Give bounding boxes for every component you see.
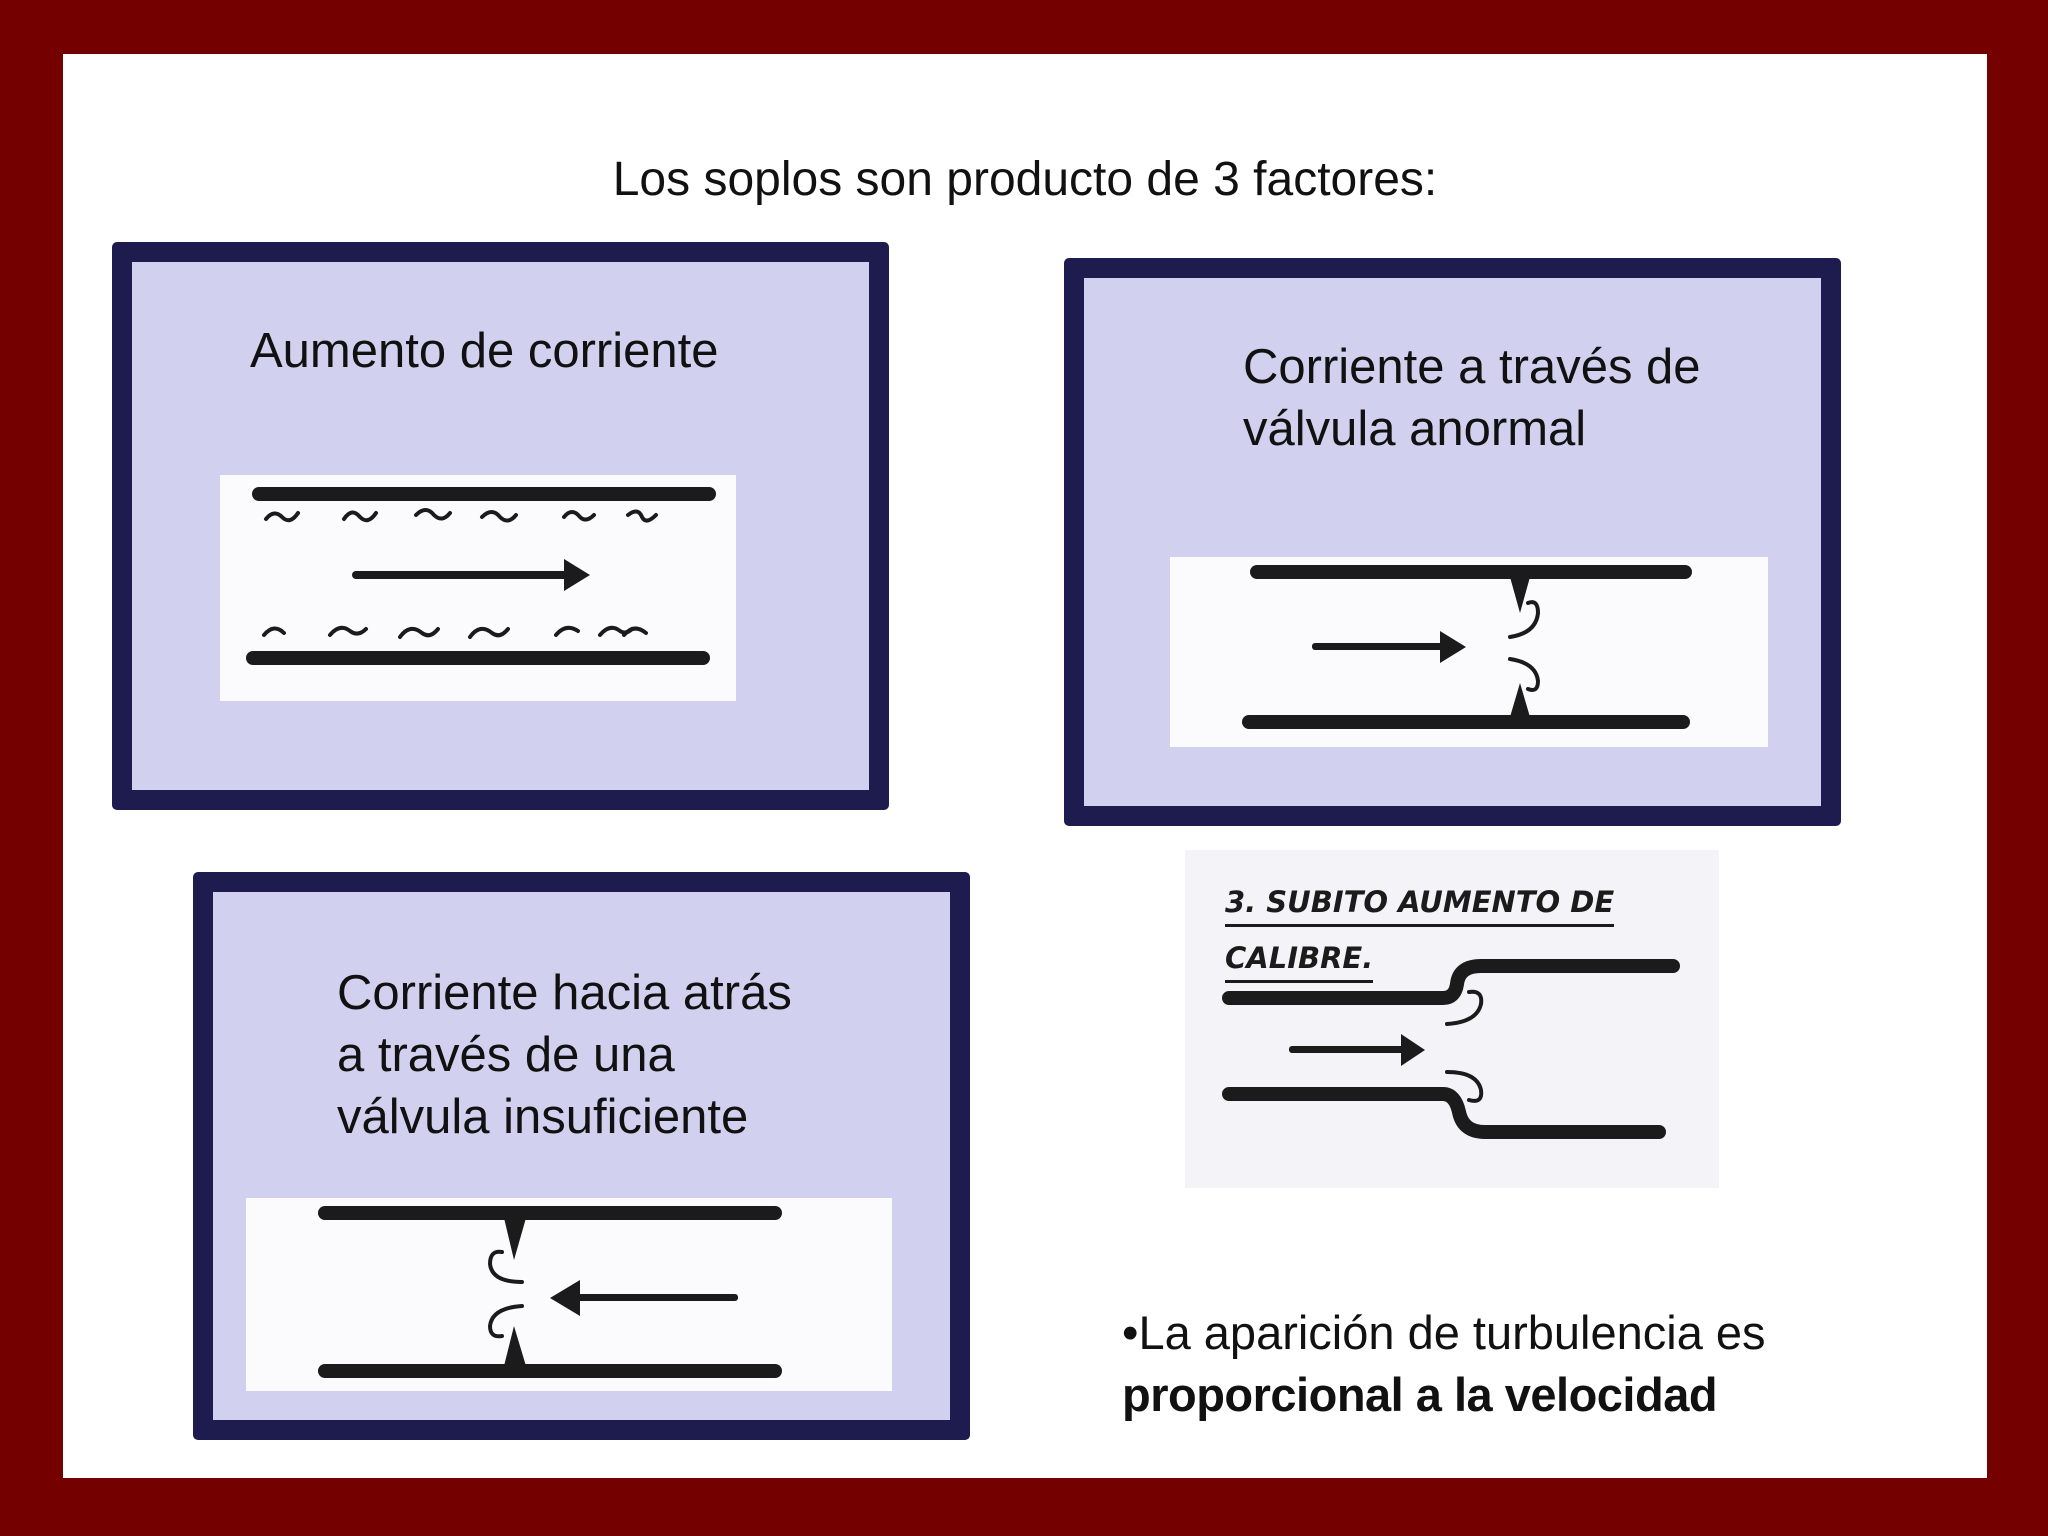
panel-label: Aumento de corriente: [250, 324, 719, 378]
vessel-wall-bottom: [318, 1364, 782, 1378]
increased-flow-diagram: [220, 475, 736, 701]
panel-label: Corriente hacia atrás a través de una vá…: [337, 962, 792, 1148]
turbulence-swirls: [262, 508, 658, 639]
panel-increased-flow: Aumento de corriente: [112, 242, 889, 810]
flow-arrow-icon: [1289, 1034, 1425, 1066]
flow-arrow-icon: [352, 559, 590, 591]
slide: Los soplos son producto de 3 factores: A…: [63, 54, 1987, 1478]
vessel-wall-top: [252, 487, 716, 501]
vessel-wall-bottom: [246, 651, 710, 665]
vessel-wall-bottom: [1242, 715, 1690, 729]
figure-caption: 3. SUBITO AUMENTO DE CALIBRE.: [1225, 874, 1615, 986]
backward-flow-diagram: [246, 1198, 892, 1391]
turbulence-swirls: [1508, 600, 1541, 692]
panel-label-line2: válvula anormal: [1243, 402, 1587, 456]
vessel-wall-bottom: [1222, 1087, 1666, 1139]
slide-title: Los soplos son producto de 3 factores:: [612, 153, 1438, 206]
panel-label-line3: válvula insuficiente: [337, 1090, 749, 1144]
turbulence-note: •La aparición de turbulencia es proporci…: [1122, 1302, 1766, 1426]
panel-backward-flow: Corriente hacia atrás a través de una vá…: [193, 872, 970, 1440]
sudden-caliber-diagram: 3. SUBITO AUMENTO DE CALIBRE.: [1185, 850, 1719, 1188]
figure-caption-line1: 3. SUBITO AUMENTO DE: [1225, 880, 1615, 927]
turbulence-swirls: [1445, 989, 1484, 1103]
valve-leaflet-top: [504, 1218, 526, 1260]
panel-label-line2: a través de una: [337, 1028, 675, 1082]
note-emphasis: proporcional a la velocidad: [1122, 1368, 1718, 1421]
vessel-wall-top: [1222, 959, 1680, 1005]
abnormal-valve-diagram: [1170, 557, 1768, 747]
flow-arrow-icon: [1312, 631, 1466, 663]
valve-leaflet-bottom: [1510, 683, 1530, 717]
note-text: •La aparición de turbulencia es: [1122, 1306, 1766, 1359]
valve-leaflet-top: [1510, 577, 1530, 613]
panel-abnormal-valve: Corriente a través de válvula anormal: [1064, 258, 1841, 826]
turbulence-swirls: [487, 1249, 524, 1339]
panel-label: Corriente a través de válvula anormal: [1243, 336, 1701, 460]
panel-label-line1: Corriente a través de: [1243, 340, 1701, 394]
panel-label-line1: Corriente hacia atrás: [337, 966, 792, 1020]
regurgitant-arrow-icon: [550, 1280, 738, 1316]
vessel-wall-top: [318, 1206, 782, 1220]
vessel-wall-top: [1250, 565, 1692, 579]
figure-caption-line2: CALIBRE.: [1225, 936, 1374, 983]
valve-leaflet-bottom: [504, 1326, 526, 1366]
